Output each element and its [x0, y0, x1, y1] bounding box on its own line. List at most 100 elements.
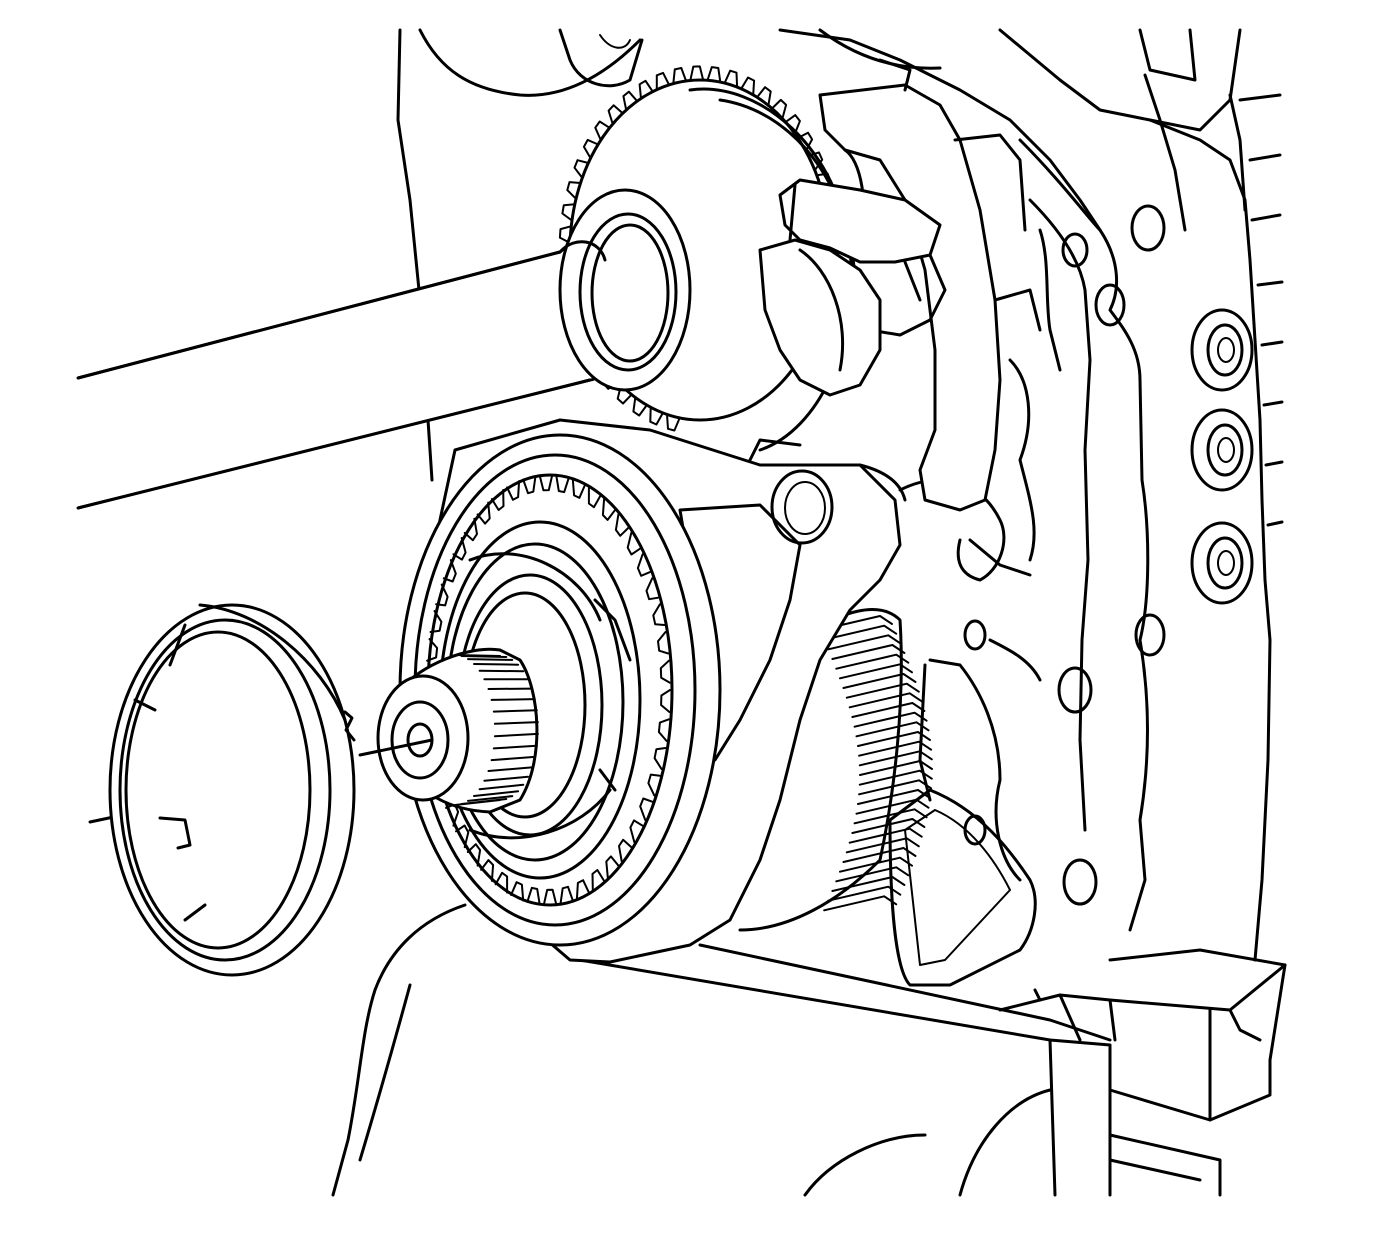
- ring-tooth: [494, 871, 509, 894]
- lower-gear-tooth: [835, 866, 910, 883]
- upper-gear-tooth: [784, 114, 801, 135]
- lower-gear-teeth: [819, 615, 933, 912]
- lower-gear-tooth: [858, 769, 933, 786]
- ring-tooth: [639, 797, 654, 821]
- lower-gear-tooth: [855, 721, 930, 738]
- foreground-support: [331, 903, 1052, 1197]
- ring-tooth: [480, 859, 495, 882]
- ring-tooth: [455, 824, 470, 849]
- ring-tooth: [559, 885, 574, 905]
- upper-gear-tooth: [558, 225, 573, 244]
- upper-gear-tooth: [649, 406, 664, 426]
- case-bolt-hole: [1062, 858, 1098, 906]
- lower-gear-tooth: [851, 702, 926, 718]
- ring-tooth: [659, 659, 671, 684]
- ring-tooth: [657, 631, 670, 655]
- ring-tooth: [452, 537, 467, 561]
- spline-tooth: [483, 775, 529, 782]
- lower-gear-tooth: [823, 895, 898, 912]
- lower-gear-tooth: [839, 856, 913, 873]
- upper-gear-tooth: [566, 181, 582, 200]
- upper-gear-tooth: [666, 413, 681, 432]
- ring-tooth: [522, 475, 537, 495]
- lower-gear-tooth: [853, 808, 928, 825]
- case-bolt-hole: [963, 619, 987, 651]
- lower-gear-tooth: [855, 798, 930, 815]
- spline-tooth: [493, 721, 539, 725]
- case-bolt-hole: [1094, 283, 1126, 327]
- lower-gear-tooth: [827, 634, 902, 651]
- ring-tooth: [660, 689, 671, 713]
- ring-tooth: [653, 747, 667, 770]
- ring-tooth: [442, 559, 457, 583]
- spline-tooth: [460, 655, 508, 658]
- case-bolt-hole: [1130, 204, 1166, 252]
- ring-tooth: [426, 638, 439, 662]
- ring-tooth: [506, 480, 521, 501]
- upper-gear-tooth: [756, 86, 772, 107]
- lower-gear-tooth: [848, 827, 923, 844]
- lower-gear-tooth: [823, 624, 898, 641]
- transmission-case: [396, 28, 1284, 987]
- upper-gear-tooth: [594, 120, 611, 142]
- ring-tooth: [476, 501, 491, 525]
- upper-gear-tooth: [655, 71, 671, 91]
- spline-tooth: [490, 755, 536, 762]
- case-bolt-hole: [1057, 666, 1093, 714]
- upper-gear-tooth: [638, 79, 654, 100]
- shift-fork: [758, 58, 1042, 512]
- ring-tooth: [591, 869, 606, 891]
- ring-tooth: [629, 819, 644, 843]
- alignment-line-segment: [358, 738, 434, 757]
- lower-gear-tooth: [859, 760, 933, 776]
- ring-tooth: [614, 513, 630, 537]
- spline-tooth: [490, 698, 536, 701]
- lower-gear-tooth: [851, 818, 926, 834]
- spline-tooth: [467, 795, 514, 802]
- lower-gear-tooth: [835, 653, 910, 670]
- spline-tooth: [478, 783, 525, 791]
- input-shaft: [76, 188, 692, 510]
- lower-gear-tooth: [827, 885, 902, 902]
- ring-tooth: [575, 879, 590, 900]
- lower-gear-tooth: [857, 731, 931, 747]
- lower-gear-tooth: [831, 644, 906, 660]
- spline-tooth: [473, 790, 520, 797]
- ring-tooth: [538, 474, 554, 492]
- ring-tooth: [636, 553, 651, 577]
- upper-gear-tooth: [672, 67, 688, 85]
- lower-gear-tooth: [853, 711, 928, 728]
- case-bolt-hole: [1134, 613, 1166, 657]
- lower-gear-tooth: [842, 673, 917, 689]
- thrust-ring: [108, 603, 356, 977]
- lower-gear-tooth: [845, 837, 920, 854]
- support-blocks: [578, 943, 1287, 1197]
- spline-tooth: [487, 766, 533, 772]
- lower-gear-tooth: [831, 876, 906, 892]
- sun-gear-spline: [376, 647, 539, 814]
- lower-gear-tooth: [845, 682, 920, 699]
- lower-helical-gear: [738, 608, 933, 932]
- upper-gear-tooth: [607, 104, 624, 125]
- ring-tooth: [429, 610, 443, 633]
- ring-tooth: [445, 803, 460, 827]
- lower-gear-tooth: [858, 740, 933, 757]
- upper-gear-tooth: [689, 65, 705, 82]
- upper-gear-tooth: [740, 76, 756, 96]
- ring-tooth: [510, 881, 525, 902]
- ring-tooth: [601, 498, 616, 521]
- ring-tooth: [657, 718, 670, 742]
- ring-tooth: [618, 838, 633, 863]
- ring-tooth: [542, 888, 558, 906]
- lower-gear-tooth: [842, 847, 917, 863]
- ring-tooth: [605, 855, 620, 879]
- lower-gear-tooth: [848, 692, 923, 709]
- upper-gear-tooth: [622, 90, 639, 111]
- housing-bolt-hole: [770, 469, 834, 545]
- ring-tooth: [555, 474, 570, 494]
- lower-gear-tooth: [839, 663, 913, 680]
- upper-gear-tooth: [616, 384, 633, 405]
- upper-gear-tooth: [561, 203, 576, 222]
